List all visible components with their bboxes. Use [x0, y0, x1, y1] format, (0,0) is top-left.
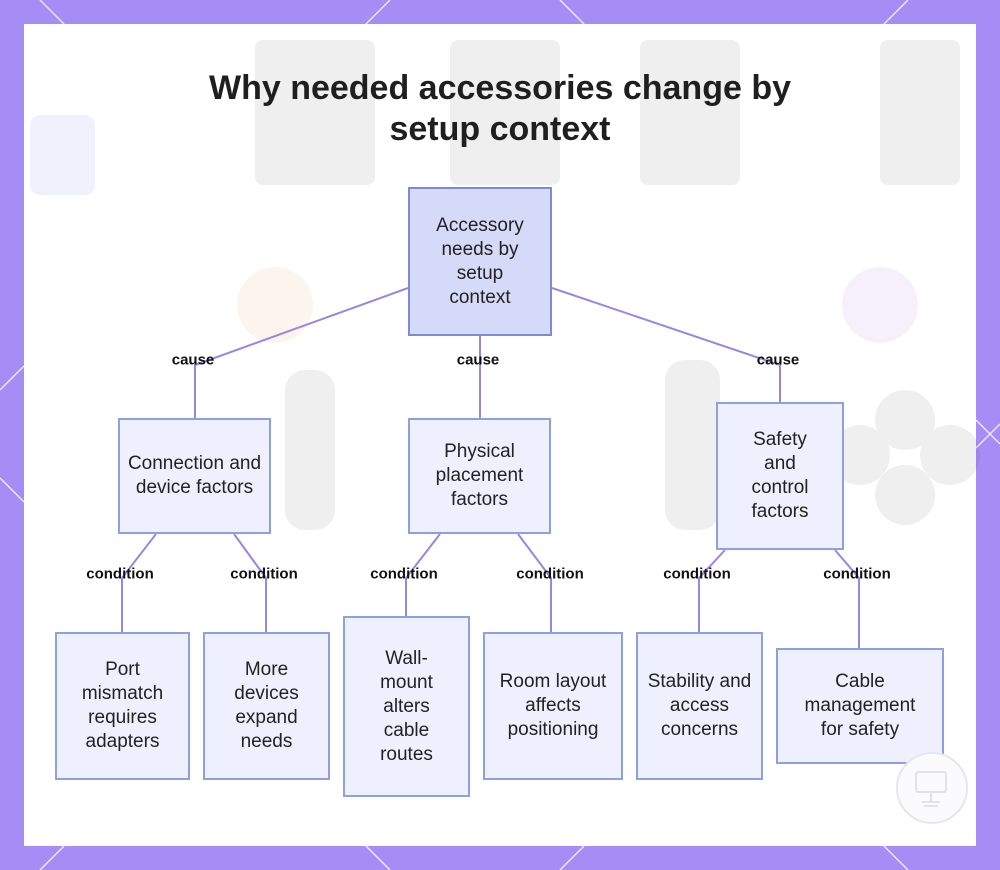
factor-node-label: Physical placement factors [435, 441, 524, 510]
edge-placement-room [517, 533, 552, 632]
edge-placement-wall [405, 533, 441, 616]
edge-label-condition: condition [823, 565, 891, 583]
edge-label-condition: condition [663, 565, 731, 583]
factor-node-connection: Connection and device factors [118, 418, 271, 534]
edge-connection-devices [233, 533, 267, 632]
monitor-stand-icon [896, 752, 968, 824]
edge-label-cause: cause [171, 351, 215, 369]
condition-node-label: Room layout affects positioning [499, 671, 607, 740]
condition-node-label: Wall-mount alters cable routes [380, 647, 433, 765]
factor-node-label: Connection and device factors [127, 453, 262, 498]
condition-node-stability: Stability and access concerns [636, 632, 763, 780]
edge-root-safety [551, 287, 781, 402]
condition-node-more-devices: More devices expand needs [203, 632, 330, 780]
edge-connection-port [121, 533, 157, 632]
root-node: Accessory needs by setup context [408, 187, 552, 336]
edge-label-condition: condition [86, 565, 154, 583]
condition-node-cable-management: Cable management for safety [776, 648, 944, 764]
edge-safety-cable [834, 549, 860, 648]
edge-label-cause: cause [756, 351, 800, 369]
edge-label-cause: cause [456, 351, 500, 369]
edge-label-condition: condition [370, 565, 438, 583]
condition-node-label: Port mismatch requires adapters [81, 659, 164, 752]
factor-node-placement: Physical placement factors [408, 418, 551, 534]
condition-node-room-layout: Room layout affects positioning [483, 632, 623, 780]
condition-node-wall-mount: Wall-mount alters cable routes [343, 616, 470, 797]
edge-safety-stability [698, 549, 726, 632]
condition-node-label: More devices expand needs [234, 659, 299, 752]
root-node-label: Accessory needs by setup context [436, 214, 524, 308]
edge-label-condition: condition [230, 565, 298, 583]
edge-root-connection [194, 287, 409, 418]
edge-label-condition: condition [516, 565, 584, 583]
factor-node-safety: Safety and control factors [716, 402, 844, 550]
condition-node-port-mismatch: Port mismatch requires adapters [55, 632, 190, 780]
diagram-title: Why needed accessories change by setup c… [208, 69, 792, 148]
condition-node-label: Cable management for safety [804, 671, 916, 740]
factor-node-label: Safety and control factors [751, 429, 809, 522]
condition-node-label: Stability and access concerns [647, 671, 752, 740]
